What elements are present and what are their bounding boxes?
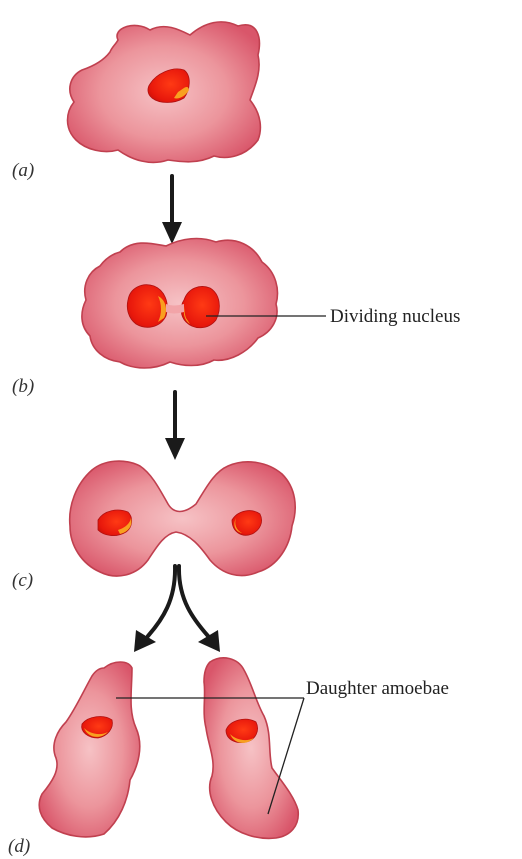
stage-b: (b) Dividing nucleus [12,237,460,397]
nucleus-bridge [166,304,184,314]
dividing-nucleus-left-highlight [158,296,166,322]
daughter-amoeba-right [203,657,300,840]
dividing-nucleus-right [180,286,220,329]
stage-label-b: (b) [12,376,34,397]
stage-d: (d) Daughter amoebae [8,657,449,857]
callout-daughter-amoebae: Daughter amoebae [306,678,449,699]
stage-label-d: (d) [8,836,30,857]
stage-label-a: (a) [12,160,34,181]
stage-label-c: (c) [12,570,33,591]
stage-c: (c) [12,460,296,591]
daughter-amoeba-left [38,661,141,838]
stage-a: (a) [12,21,262,181]
dividing-nucleus-left [126,284,168,328]
nucleus-c-left-highlight [118,518,132,534]
nucleus-a-highlight [174,86,189,99]
nucleus-d-right [225,718,258,743]
arrow-c-to-d-split [134,564,220,652]
leader-line-daughter-amoebae [116,697,305,815]
nucleus-c-right-highlight [234,518,242,533]
dividing-nucleus-right-highlight [183,304,190,324]
nucleus-c-right [231,510,262,536]
nucleus-d-left-highlight [84,728,108,737]
amoeba-cell-b [81,237,279,369]
arrow-a-to-b [162,174,182,244]
callout-dividing-nucleus: Dividing nucleus [330,306,460,327]
arrow-b-to-c [165,390,185,460]
amoeba-cell-c-dumbbell [68,460,296,577]
nucleus-d-right-highlight [230,734,254,743]
